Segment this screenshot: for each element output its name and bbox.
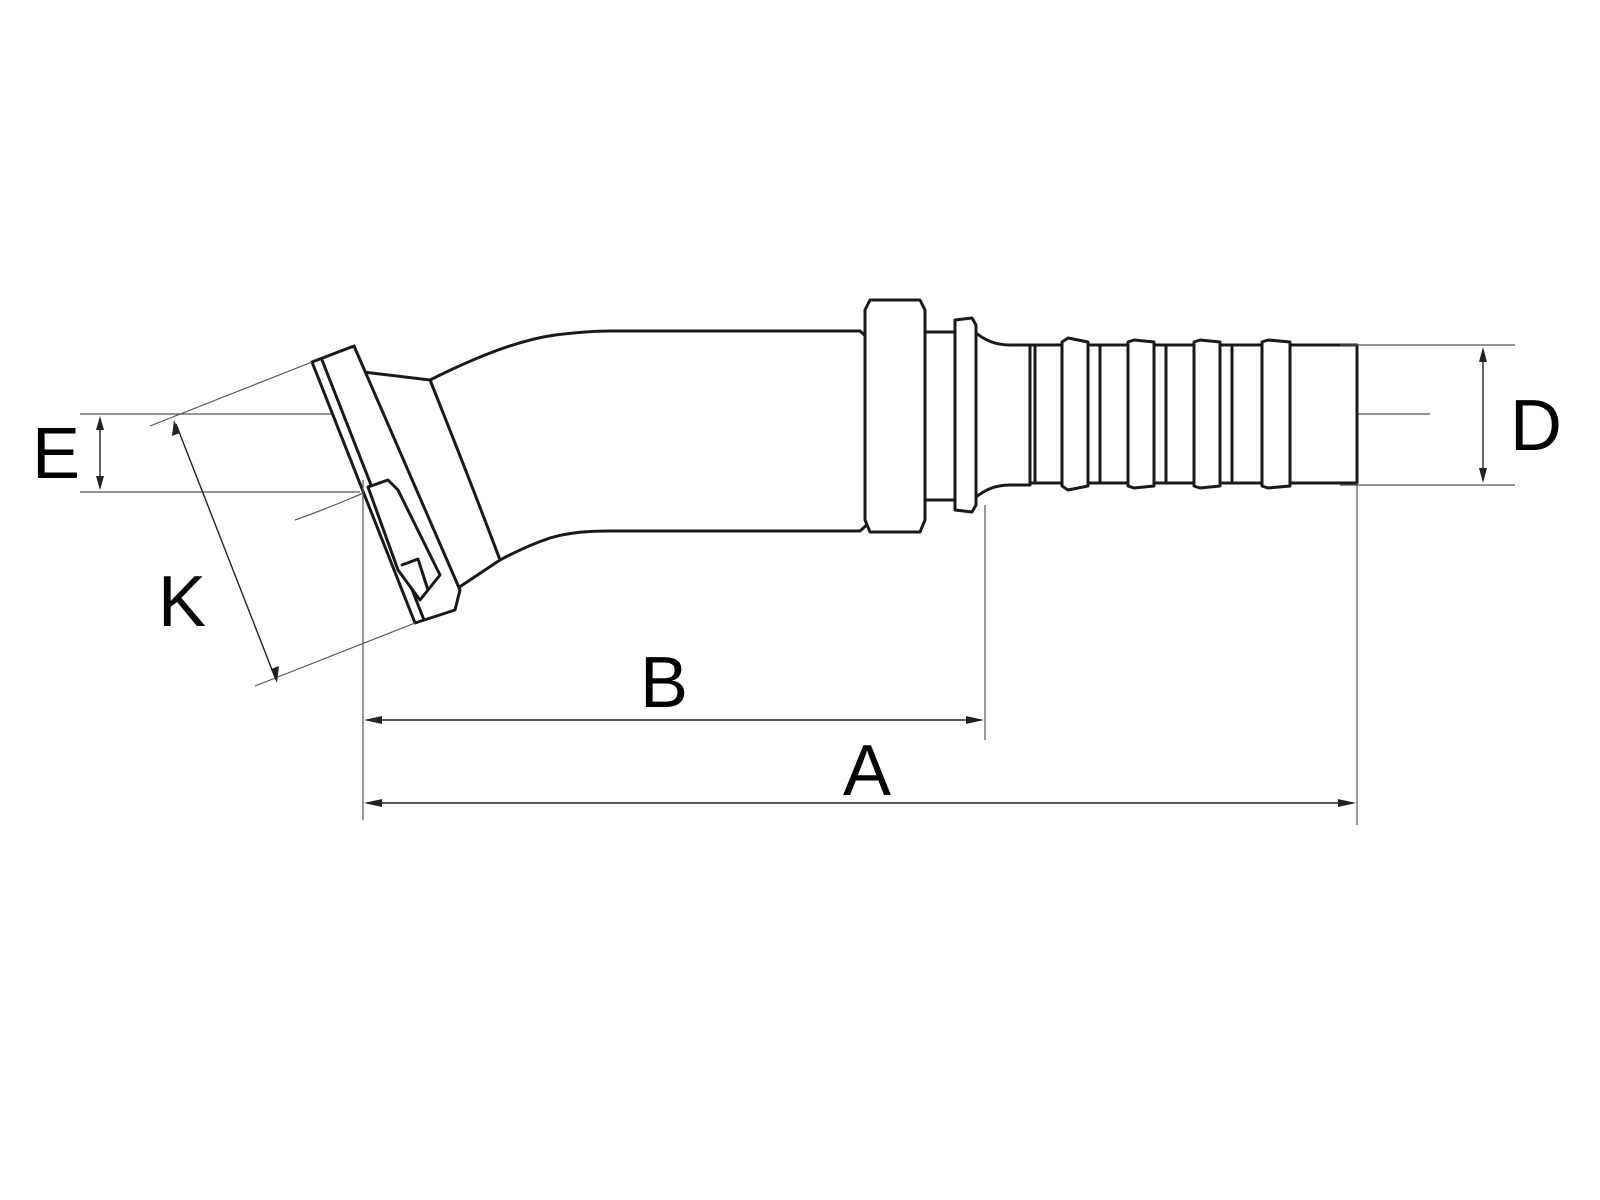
curved-tube bbox=[428, 329, 872, 562]
label-d: D bbox=[1510, 386, 1562, 466]
dimension-e: E bbox=[32, 413, 360, 494]
dimension-d: D bbox=[1340, 344, 1562, 486]
dimension-b: B bbox=[362, 480, 986, 820]
hose-fitting bbox=[310, 298, 1359, 625]
collar-ring bbox=[953, 316, 978, 514]
flange-shoulder bbox=[361, 370, 502, 592]
dimension-a: A bbox=[364, 483, 1358, 825]
barb-ribs bbox=[1033, 336, 1292, 492]
label-e: E bbox=[32, 414, 80, 494]
dimension-k: K bbox=[149, 361, 416, 687]
neck bbox=[923, 330, 957, 502]
label-k: K bbox=[158, 562, 206, 642]
label-a: A bbox=[843, 731, 891, 811]
barb-neck bbox=[974, 331, 1032, 499]
hex-nut bbox=[863, 298, 927, 534]
label-b: B bbox=[640, 643, 688, 723]
